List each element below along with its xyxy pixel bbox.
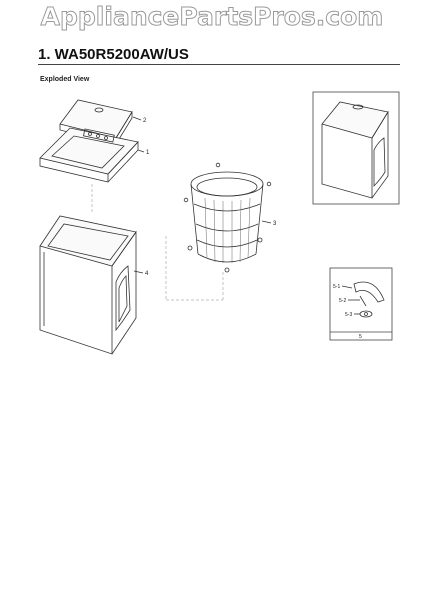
cabinet-part (39, 215, 137, 355)
detail-label-5-2: 5-2 (339, 298, 346, 304)
assembly-guide-lines (91, 184, 224, 301)
detail-inset-5 (329, 267, 393, 341)
page-title: 1. WA50R5200AW/US (38, 46, 189, 63)
detail-label-5-1: 5-1 (333, 284, 340, 290)
tub-assembly-part (183, 162, 272, 273)
callout-leader-2 (132, 116, 142, 121)
title-divider (38, 64, 400, 65)
top-cover-part (39, 127, 139, 183)
callout-lid-label: 2 (143, 118, 147, 124)
watermark-logo: AppliancePartsPros.com (40, 2, 384, 32)
callout-cabinet-label: 4 (145, 271, 149, 277)
detail-inset-caption: 5 (359, 334, 362, 340)
callout-tub-label: 3 (273, 221, 277, 227)
callout-control-panel-label: 1 (146, 150, 150, 156)
callout-leader-4 (133, 270, 144, 274)
callout-leader-3 (261, 220, 272, 224)
assembled-washer-inset (312, 91, 400, 205)
callout-leader-1 (137, 149, 145, 153)
section-subtitle: Exploded View (40, 76, 90, 83)
detail-label-5-3: 5-3 (345, 312, 352, 318)
